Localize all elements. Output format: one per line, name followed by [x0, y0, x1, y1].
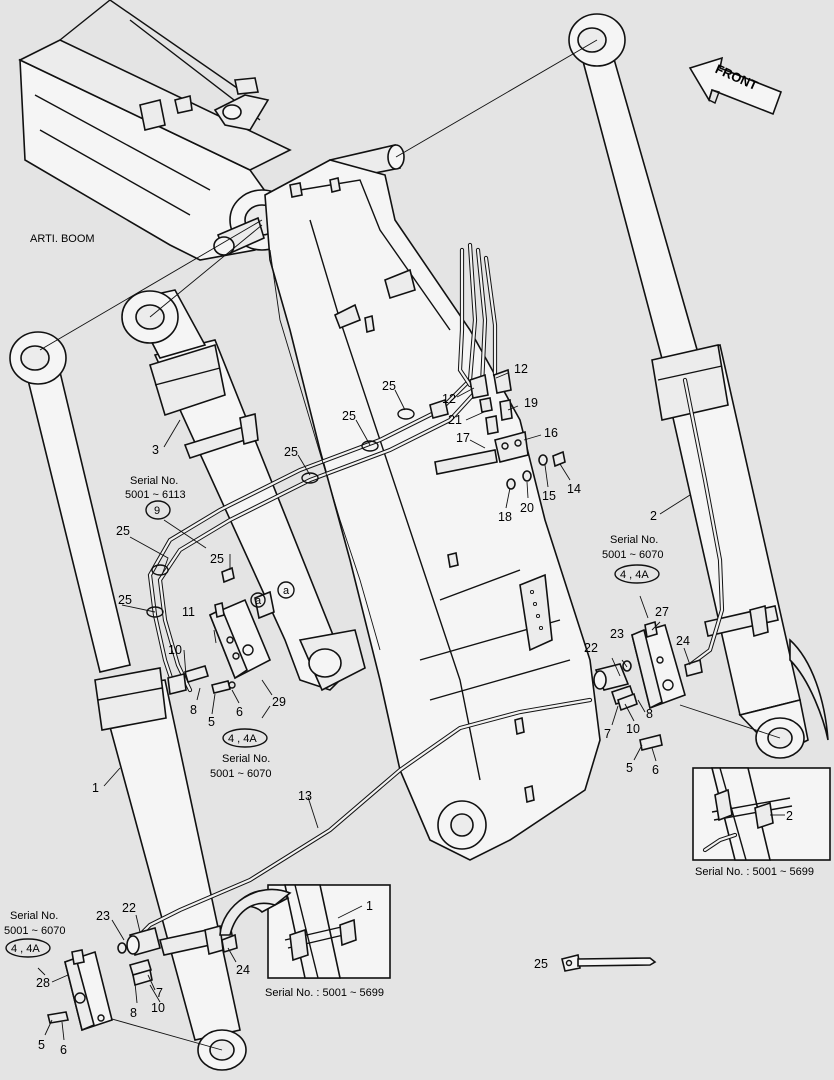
part-number-23-left: 24	[236, 963, 250, 977]
serial-range-left: 5001 ~ 6070	[4, 925, 65, 937]
part-number-26: 25	[210, 552, 224, 566]
part-number-2: 2	[650, 509, 657, 523]
text-labels: ARTI. BOOM FRONT Serial No. 5001 ~ 6113 …	[4, 61, 814, 1057]
part-number-11: 11	[182, 605, 195, 619]
part-number-8-right: 8	[646, 707, 653, 721]
part-number-10-left: 10	[151, 1001, 165, 1015]
part-number-25-c: 25	[284, 445, 298, 459]
part-number-23-right: 24	[676, 634, 690, 648]
part-number-17: 17	[456, 431, 470, 445]
arti-boom-label: ARTI. BOOM	[30, 233, 95, 245]
part-number-12-a: 12	[514, 362, 528, 376]
leader-lines	[37, 372, 785, 1041]
part-number-24-right: 23	[610, 627, 624, 641]
part-number-5-center: 5	[208, 715, 215, 729]
part-number-22-right: 22	[584, 641, 598, 655]
fittings-cluster	[429, 368, 566, 490]
part-number-5-right: 5	[626, 761, 633, 775]
part-number-25-a: 25	[116, 524, 130, 538]
serial-word-6113: Serial No.	[130, 475, 178, 487]
ref-9-label: 9	[154, 505, 160, 517]
tube-13	[137, 249, 593, 938]
inset-caption-right: Serial No. : 5001 ~ 5699	[695, 866, 814, 878]
part-number-7-left: 7	[156, 986, 163, 1000]
part-number-25-d: 25	[342, 409, 356, 423]
part-number-25-legend: 25	[534, 957, 548, 971]
tie-strap-25	[561, 954, 657, 972]
valve-block-28	[47, 927, 238, 1032]
part-number-19: 19	[524, 396, 538, 410]
serial-word-right: Serial No.	[610, 534, 658, 546]
part-number-27: 27	[655, 605, 669, 619]
serial-range-center: 5001 ~ 6070	[210, 768, 271, 780]
ref-4-4a-center: 4 , 4A	[228, 733, 257, 745]
part-number-1: 1	[92, 781, 99, 795]
part-number-3: 3	[152, 443, 159, 457]
inset-upper-right	[692, 638, 831, 861]
part-number-10-center: 10	[168, 643, 182, 657]
hose-bundle	[146, 242, 498, 693]
part-number-29: 29	[272, 695, 286, 709]
part-number-6-center: 6	[236, 705, 243, 719]
part-number-28: 28	[36, 976, 50, 990]
part-number-6-right: 6	[652, 763, 659, 777]
part-number-15: 15	[542, 489, 556, 503]
part-number-7-right: 7	[604, 727, 611, 741]
valve-block-29	[167, 566, 275, 695]
front-arrow-icon	[688, 56, 783, 116]
part-number-24-left: 23	[96, 909, 110, 923]
part-number-12-b: 12	[442, 392, 456, 406]
circle-a-label-1: a	[283, 585, 290, 597]
serial-range-right: 5001 ~ 6070	[602, 549, 663, 561]
part-number-18: 18	[498, 510, 512, 524]
part-number-13: 13	[298, 789, 312, 803]
callout-bubbles	[5, 500, 660, 958]
inset-caption-lower: Serial No. : 5001 ~ 5699	[265, 987, 384, 999]
part-number-5-left: 5	[38, 1038, 45, 1052]
part-number-10-right: 10	[626, 722, 640, 736]
serial-range-6113: 5001 ~ 6113	[125, 489, 186, 501]
part-number-6-left: 6	[60, 1043, 67, 1057]
inset-lower	[219, 884, 391, 979]
part-number-2-inset: 2	[786, 809, 793, 823]
part-number-20: 20	[520, 501, 534, 515]
circle-a-label-2: a	[255, 595, 262, 607]
ref-4-4a-left: 4 , 4A	[11, 943, 40, 955]
part-number-22-left: 22	[122, 901, 136, 915]
boom-arm	[264, 159, 601, 861]
part-number-25-e: 25	[382, 379, 396, 393]
part-number-16: 16	[544, 426, 558, 440]
serial-word-left: Serial No.	[10, 910, 58, 922]
part-number-8-left: 8	[130, 1006, 137, 1020]
part-number-1-inset: 1	[366, 899, 373, 913]
part-number-8-center: 8	[190, 703, 197, 717]
ref-4-4a-right: 4 , 4A	[620, 569, 649, 581]
part-number-14: 14	[567, 482, 581, 496]
cylinder-3	[121, 289, 366, 692]
part-number-21: 21	[448, 413, 462, 427]
part-number-25-b: 25	[118, 593, 132, 607]
cylinder-1	[9, 331, 247, 1071]
serial-word-center: Serial No.	[222, 753, 270, 765]
